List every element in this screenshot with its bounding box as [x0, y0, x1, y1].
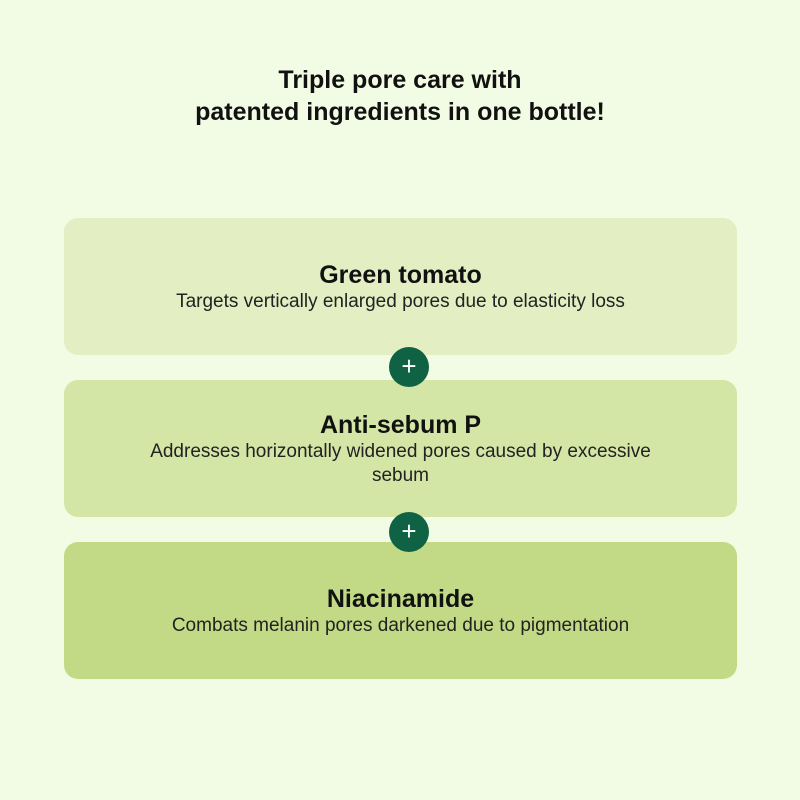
plus-icon: +	[389, 347, 429, 387]
headline-line-1: Triple pore care with	[278, 66, 522, 94]
card-title: Niacinamide	[326, 584, 475, 613]
card-title: Anti-sebum P	[319, 410, 482, 439]
headline: Triple pore care with patented ingredient…	[0, 64, 800, 128]
card-desc: Combats melanin pores darkened due to pi…	[171, 614, 630, 636]
card-title: Green tomato	[319, 260, 482, 289]
plus-icon: +	[389, 512, 429, 552]
card-desc: Targets vertically enlarged pores due to…	[176, 290, 625, 312]
headline-line-2: patented ingredients in one bottle!	[195, 98, 605, 126]
card-desc: Addresses horizontally widened pores cau…	[150, 440, 651, 486]
